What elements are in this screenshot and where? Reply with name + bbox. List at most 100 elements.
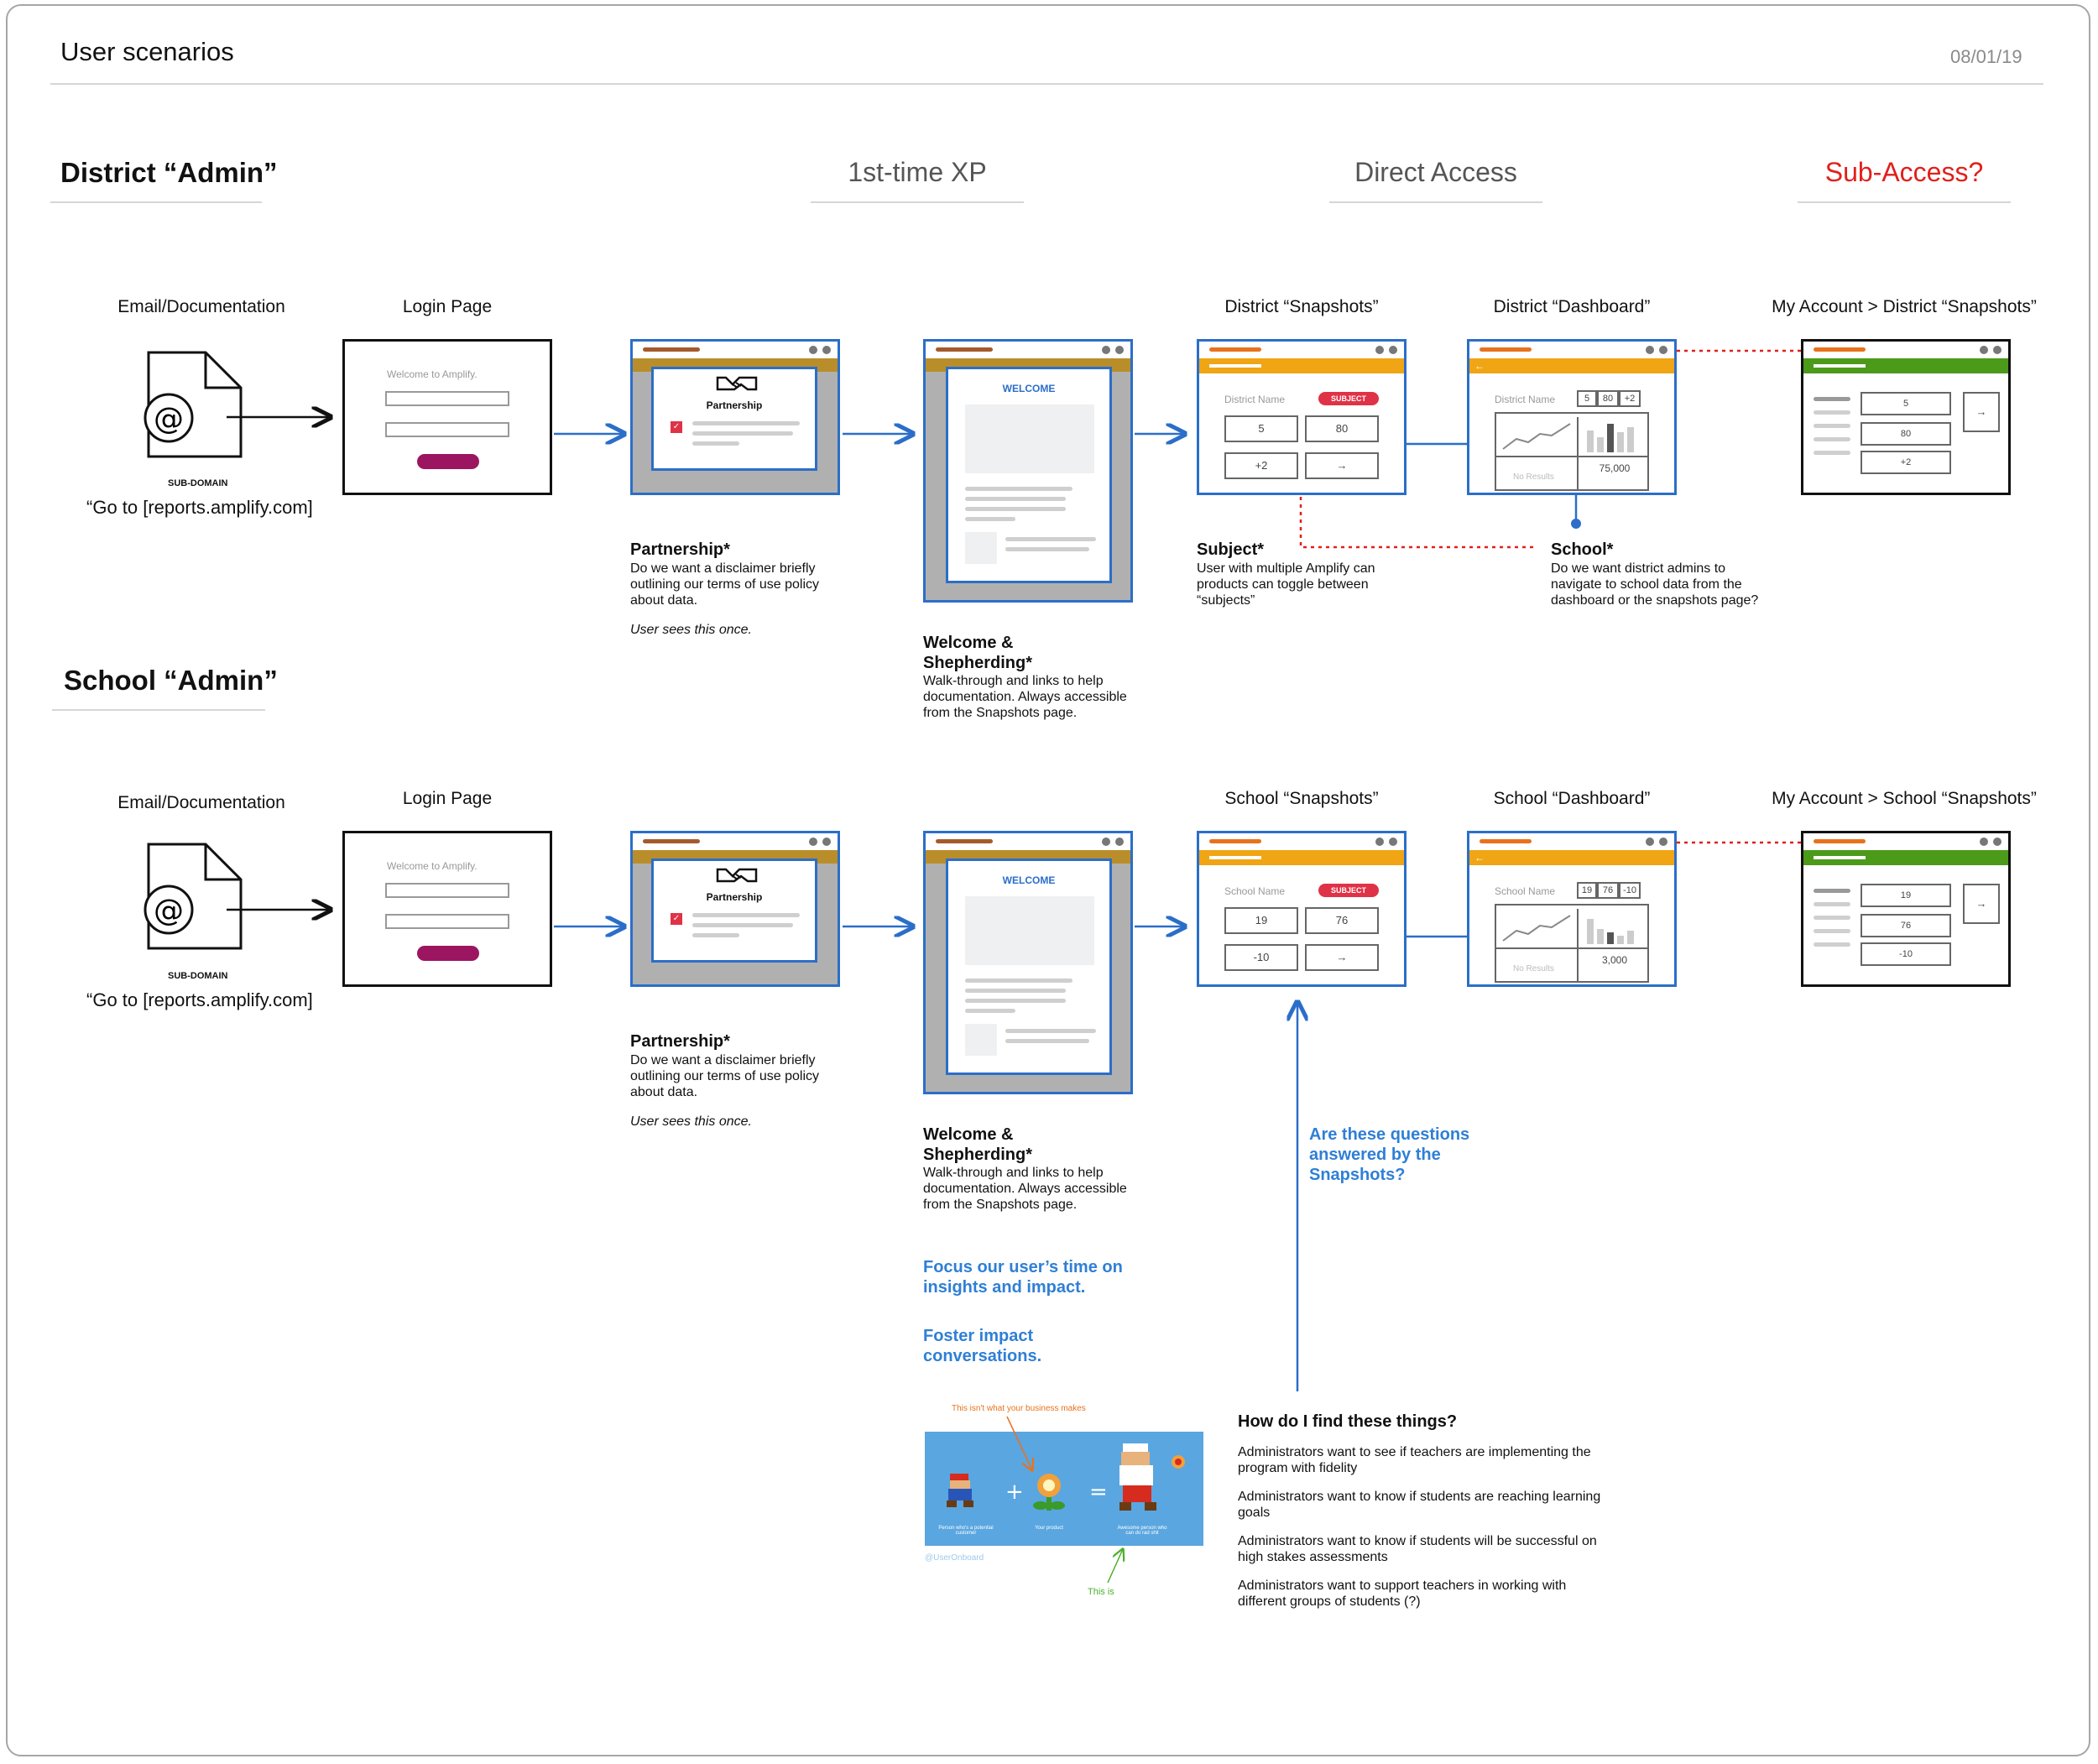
school-login-page[interactable]: Welcome to Amplify.	[342, 831, 552, 987]
account-metric-1[interactable]: 19	[1861, 884, 1951, 907]
dash-metric-3[interactable]: +2	[1619, 390, 1641, 407]
school-welcome-screen: WELCOME	[923, 831, 1133, 1094]
login-button[interactable]	[417, 454, 479, 469]
snap-metric-2[interactable]: 80	[1305, 415, 1379, 442]
welcome-modal-title: WELCOME	[1002, 874, 1056, 886]
snap-metric-1[interactable]: 19	[1224, 907, 1298, 934]
meme-illustration: + = Person who's a potential customer Yo…	[925, 1432, 1203, 1546]
subject-toggle[interactable]: SUBJECT	[1318, 392, 1379, 405]
school-note-title: School*	[1551, 540, 1614, 559]
dash-metric-2[interactable]: 76	[1597, 882, 1619, 899]
page-title: User scenarios	[60, 37, 234, 66]
school-partnership-note: Do we want a disclaimer briefly outlinin…	[630, 1053, 819, 1099]
link-subject-note	[1299, 497, 1536, 549]
line-chart-icon	[1502, 915, 1571, 942]
find-item-3: Administrators want to know if students …	[1238, 1534, 1597, 1564]
agree-checkbox[interactable]: ✓	[671, 913, 682, 925]
dash-name: District Name	[1495, 394, 1556, 405]
account-metric-2[interactable]: 76	[1861, 914, 1951, 937]
school-heading: School “Admin”	[64, 665, 278, 696]
partnership-modal: Partnership ✓	[651, 859, 817, 963]
district-snapshots-screen: District Name SUBJECT 5 80 +2 →	[1197, 339, 1406, 495]
account-metric-2[interactable]: 80	[1861, 422, 1951, 446]
line-chart-icon	[1502, 423, 1571, 450]
username-field[interactable]	[385, 391, 509, 406]
meme-bottom-note: This is	[1088, 1587, 1114, 1597]
district-email-label: Email/Documentation	[117, 297, 285, 316]
svg-text:+: +	[1005, 1480, 1024, 1505]
bar-chart-icon	[1587, 424, 1634, 452]
handshake-icon	[716, 376, 758, 391]
district-partnership-note-italic: User sees this once.	[630, 623, 752, 637]
partnership-modal-title: Partnership	[706, 399, 763, 411]
password-field[interactable]	[385, 422, 509, 437]
snap-metric-1[interactable]: 5	[1224, 415, 1298, 442]
svg-text:=: =	[1089, 1480, 1108, 1505]
school-snapshots-label: School “Snapshots”	[1224, 789, 1379, 808]
snap-go-arrow-icon[interactable]: →	[1305, 944, 1379, 971]
district-goto-text: “Go to [reports.amplify.com]	[86, 497, 313, 518]
district-dashboard-screen: ← District Name 5 80 +2 No Results 75,00…	[1467, 339, 1677, 495]
back-arrow-icon[interactable]: ←	[1474, 852, 1485, 864]
find-item-4: Administrators want to support teachers …	[1238, 1579, 1567, 1609]
focus-callout: Focus our user’s time on insights and im…	[923, 1258, 1123, 1297]
mario-sprite-icon: + =	[947, 1443, 1185, 1511]
district-login-page[interactable]: Welcome to Amplify.	[342, 339, 552, 495]
school-partnership-note-title: Partnership*	[630, 1032, 730, 1051]
questions-callout: Are these questions answered by the Snap…	[1309, 1125, 1470, 1184]
district-partnership-note-title: Partnership*	[630, 540, 730, 559]
school-subdomain-label: SUB-DOMAIN	[168, 971, 228, 981]
login-welcome-text: Welcome to Amplify.	[387, 860, 478, 872]
back-arrow-icon[interactable]: ←	[1474, 360, 1485, 372]
partnership-modal: Partnership ✓	[651, 367, 817, 471]
snap-metric-3[interactable]: -10	[1224, 944, 1298, 971]
find-item-1: Administrators want to see if teachers a…	[1238, 1445, 1591, 1475]
account-metric-3[interactable]: +2	[1861, 451, 1951, 474]
district-welcome-note-title: Welcome & Shepherding*	[923, 634, 1033, 672]
dash-metric-1[interactable]: 5	[1577, 390, 1597, 407]
school-note: Do we want district admins to navigate t…	[1551, 561, 1759, 608]
snap-go-arrow-icon[interactable]: →	[1305, 452, 1379, 479]
account-metric-3[interactable]: -10	[1861, 942, 1951, 966]
header-divider	[50, 83, 2043, 85]
snap-name: District Name	[1224, 394, 1286, 405]
agree-checkbox[interactable]: ✓	[671, 421, 682, 433]
school-account-label: My Account > School “Snapshots”	[1772, 789, 2037, 808]
subject-toggle[interactable]: SUBJECT	[1318, 884, 1379, 897]
school-goto-text: “Go to [reports.amplify.com]	[86, 989, 313, 1010]
password-field[interactable]	[385, 914, 509, 929]
snapshots-nav-bar	[1199, 358, 1404, 373]
welcome-modal: WELCOME	[946, 367, 1112, 583]
meme-label-product: Your product	[1035, 1526, 1063, 1531]
district-account-screen: 5 80 +2 →	[1801, 339, 2011, 495]
account-nav-bar	[1803, 358, 2008, 373]
district-heading: District “Admin”	[60, 157, 278, 188]
district-partnership-screen: Partnership ✓	[630, 339, 840, 495]
browser-chrome	[633, 342, 838, 358]
account-metric-1[interactable]: 5	[1861, 392, 1951, 415]
column-first-time-rule	[811, 201, 1024, 203]
dash-name: School Name	[1495, 885, 1556, 897]
snap-metric-2[interactable]: 76	[1305, 907, 1379, 934]
school-login-label: Login Page	[402, 789, 493, 808]
dash-metric-1[interactable]: 19	[1577, 882, 1597, 899]
dash-metric-2[interactable]: 80	[1597, 390, 1619, 407]
subject-note-title: Subject*	[1197, 540, 1265, 559]
school-email-label: Email/Documentation	[117, 793, 285, 812]
district-login-label: Login Page	[402, 297, 493, 316]
login-button[interactable]	[417, 946, 479, 961]
account-go-arrow-icon[interactable]: →	[1963, 884, 2000, 924]
account-go-arrow-icon[interactable]: →	[1963, 392, 2000, 432]
column-sub-rule	[1798, 201, 2011, 203]
snap-metric-3[interactable]: +2	[1224, 452, 1298, 479]
school-partnership-screen: Partnership ✓	[630, 831, 840, 987]
meme-label-person: Person who's a potential customer	[938, 1526, 994, 1536]
username-field[interactable]	[385, 883, 509, 898]
welcome-media-placeholder	[965, 404, 1094, 473]
welcome-modal: WELCOME	[946, 859, 1112, 1075]
meme-label-awesome: Awesome person who can do rad shit	[1117, 1526, 1167, 1536]
svg-text:@: @	[154, 402, 184, 436]
district-welcome-screen: WELCOME	[923, 339, 1133, 603]
dash-metric-3[interactable]: -10	[1619, 882, 1641, 899]
welcome-modal-title: WELCOME	[1002, 383, 1056, 394]
